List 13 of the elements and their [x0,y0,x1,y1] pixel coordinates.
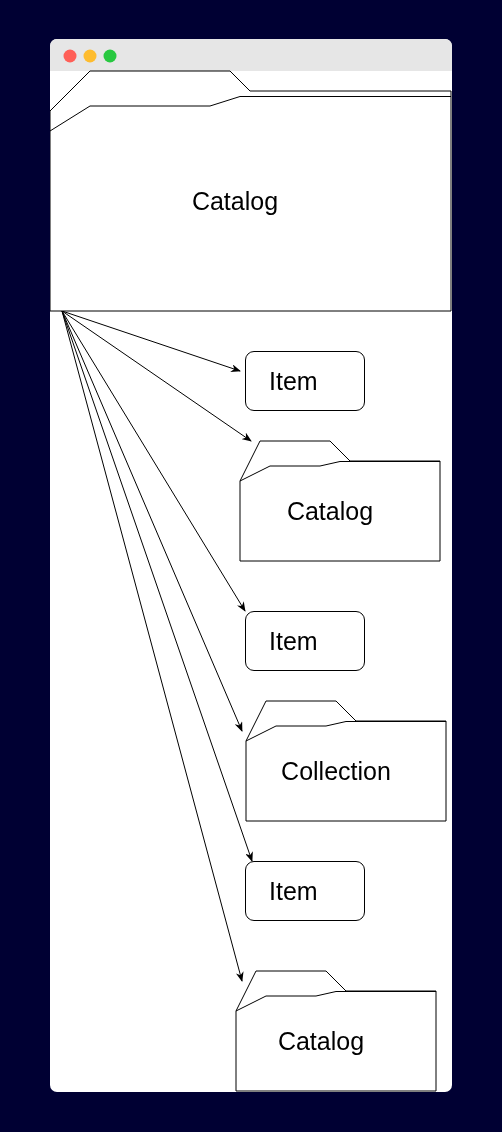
folder-label: Catalog [191,186,279,216]
arrow [61,310,244,982]
folder-label: Catalog [277,1026,365,1056]
arrow [61,310,243,732]
arrow [61,310,252,442]
item-box [245,861,365,921]
folder-label: Catalog [286,496,374,526]
folder-label: Collection [281,756,391,786]
item-label: Item [269,876,318,906]
item-label: Item [269,366,318,396]
item-label: Item [269,626,318,656]
item-box [245,351,365,411]
item-box [245,611,365,671]
